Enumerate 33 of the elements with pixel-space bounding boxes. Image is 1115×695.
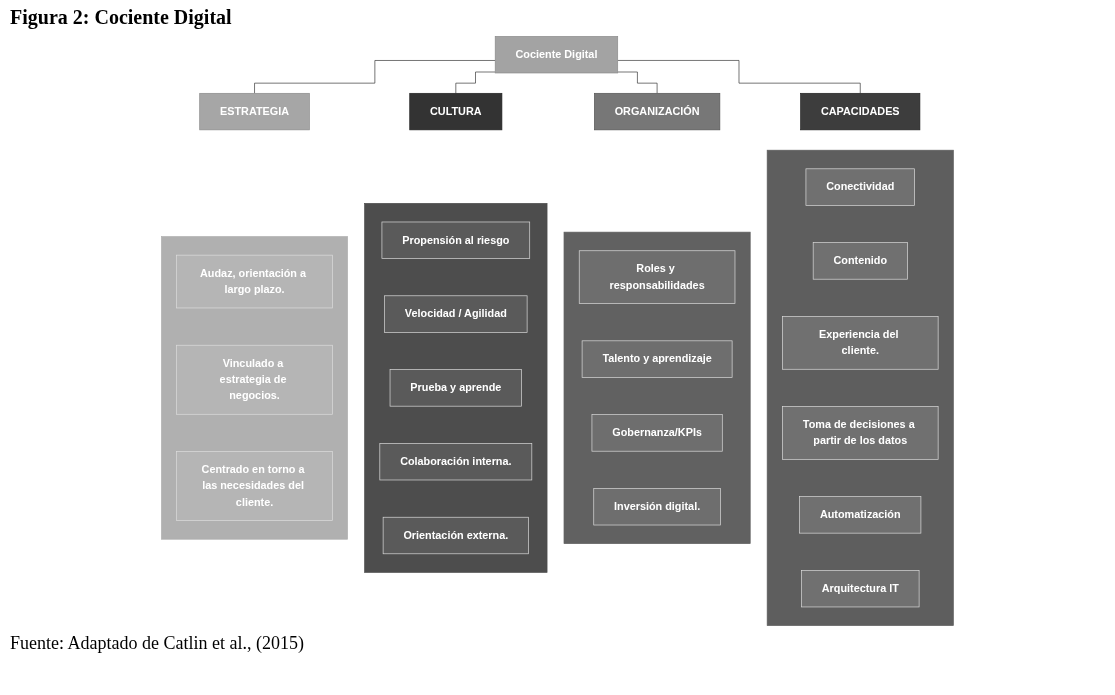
node-box: Vinculado a estrategia de negocios. (176, 344, 333, 415)
node-box: Gobernanza/KPIs (591, 414, 723, 452)
cluster (563, 231, 751, 544)
node-box: Inversión digital. (593, 488, 721, 526)
node-box: Roles y responsabilidades (579, 250, 736, 304)
node-box: Experiencia del cliente. (782, 316, 939, 370)
node-box: Audaz, orientación a largo plazo. (176, 254, 333, 309)
node-box: ESTRATEGIA (199, 92, 310, 131)
node-box: Propensión al riesgo (381, 221, 531, 259)
node-box: Orientación externa. (382, 516, 529, 555)
node-box: Arquitectura IT (801, 570, 920, 608)
node-box: Talento y aprendizaje (581, 340, 733, 378)
node-box: Prueba y aprende (389, 369, 523, 407)
connector-line (617, 60, 861, 94)
cluster (766, 149, 954, 626)
node-box: Contenido (812, 242, 908, 280)
node-box: Automatización (799, 496, 922, 534)
connector-line (617, 71, 658, 94)
node-box: Centrado en torno a las necesidades del cliente. (176, 451, 333, 521)
source-caption: Fuente: Adaptado de Catlin et al., (2015) (10, 633, 305, 654)
node-box: Conectividad (805, 168, 916, 206)
node-box: Cociente Digital (494, 36, 619, 74)
node-box: Velocidad / Agilidad (384, 295, 528, 333)
node-box: CULTURA (409, 92, 503, 131)
node-box: Colaboración interna. (379, 443, 533, 481)
figure-title: Figura 2: Cociente Digital (10, 6, 233, 29)
node-box: ORGANIZACIÓN (594, 92, 721, 131)
cluster (161, 236, 349, 540)
node-box: CAPACIDADES (800, 92, 921, 131)
connector-line (254, 60, 496, 94)
connector-line (455, 71, 496, 94)
node-box: Toma de decisiones a partir de los datos (782, 406, 939, 460)
cluster (364, 203, 548, 573)
